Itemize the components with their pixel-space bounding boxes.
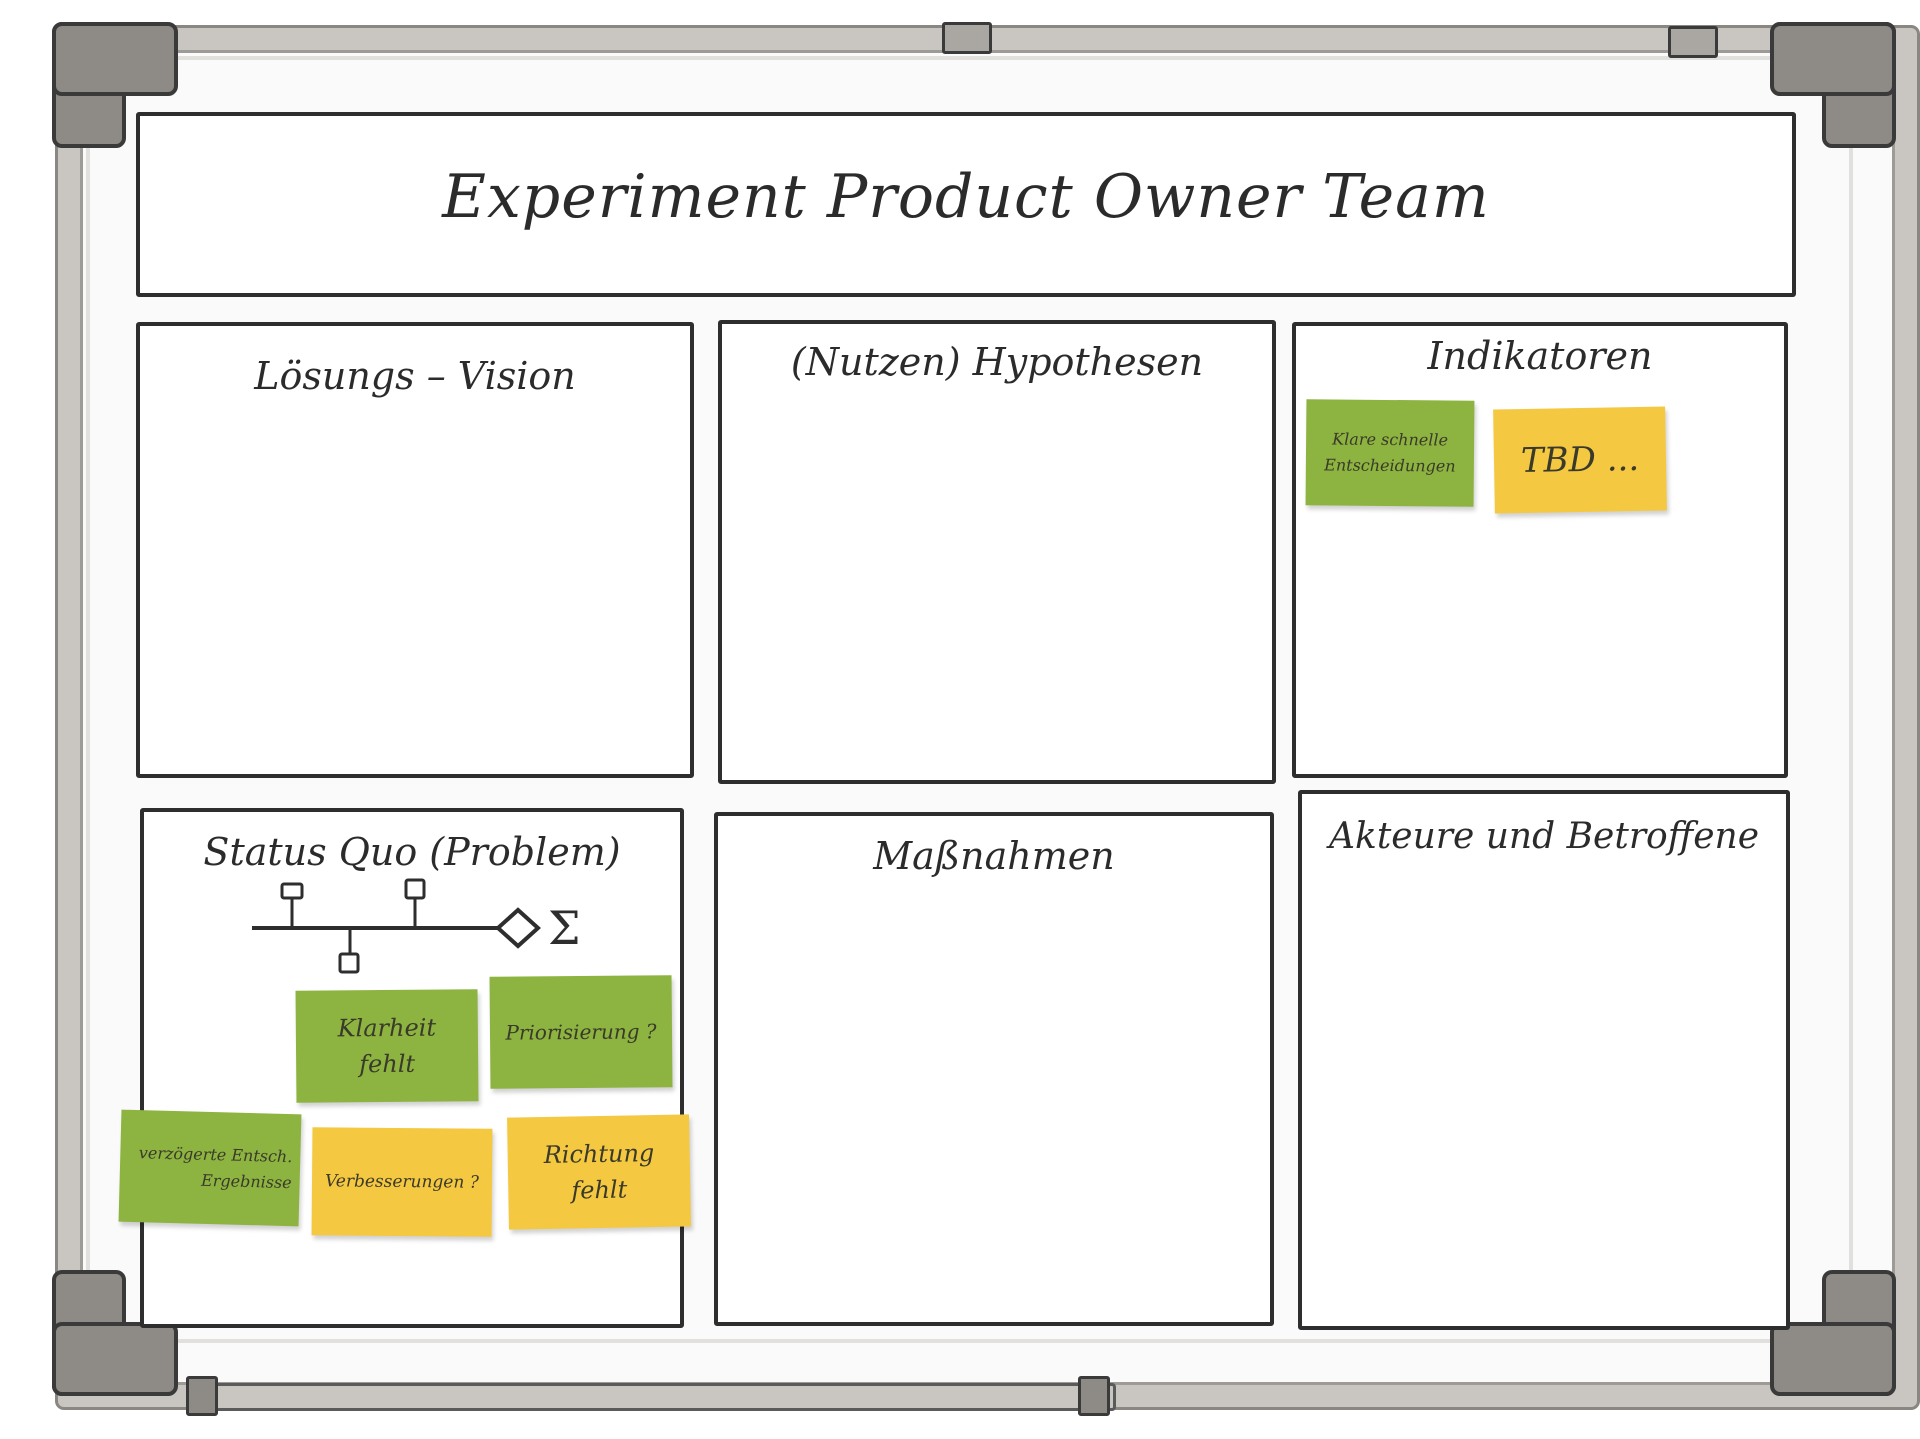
section-heading-hypotheses: (Nutzen) Hypothesen [790,340,1204,384]
timeline-marker [404,878,426,900]
frame-clip-top-center [942,22,992,54]
section-measures: Maßnahmen [714,812,1274,1326]
frame-corner-bottom-left-h [52,1322,178,1396]
title-box: Experiment Product Owner Team [136,112,1796,297]
sticky-note-text: Verbesserungen ? [325,1171,479,1193]
sticky-note[interactable]: Klare schnelle Entscheidungen [1305,399,1475,507]
sticky-note[interactable]: Verbesserungen ? [311,1127,493,1237]
sticky-note-text: Klare schnelle Entscheidungen [1324,429,1456,476]
frame-corner-top-right-h [1770,22,1896,96]
sticky-note[interactable]: Priorisierung ? [489,975,673,1089]
timeline-marker [280,882,304,900]
marker-tray [190,1383,1116,1411]
frame-corner-top-left-h [52,22,178,96]
problem-timeline-diagram: Σ [252,878,581,974]
sticky-note[interactable]: verzögerte Entsch. Ergebnisse [118,1109,302,1227]
sticky-note-text: Richtung fehlt [543,1139,655,1205]
section-hypotheses: (Nutzen) Hypothesen [718,320,1276,784]
marker-tray-end-left [186,1376,218,1416]
sticky-note[interactable]: Richtung fehlt [507,1114,691,1230]
sum-symbol: Σ [548,901,581,955]
section-heading-vision: Lösungs – Vision [254,354,576,398]
board-title: Experiment Product Owner Team [442,162,1490,232]
section-heading-measures: Maßnahmen [873,834,1115,878]
whiteboard-inner-border [86,56,1853,1343]
sticky-note[interactable]: TBD ... [1493,406,1667,514]
section-vision: Lösungs – Vision [136,322,694,778]
sticky-note-text: verzögerte Entsch. Ergebnisse [138,1143,293,1193]
frame-corner-bottom-right-h [1770,1322,1896,1396]
sticky-note-text: TBD ... [1520,438,1640,482]
frame-clip-top-right [1668,26,1718,58]
sticky-note[interactable]: Klarheit fehlt [295,989,479,1103]
section-heading-status-quo: Status Quo (Problem) [203,830,621,874]
section-indicators: Indikatoren [1292,322,1788,778]
timeline-marker [338,952,360,974]
section-heading-actors: Akteure und Betroffene [1329,816,1759,857]
marker-tray-end-right [1078,1376,1110,1416]
sticky-note-text: Priorisierung ? [505,1019,657,1045]
section-heading-indicators: Indikatoren [1427,334,1653,378]
section-actors: Akteure und Betroffene [1298,790,1790,1330]
sticky-note-text: Klarheit fehlt [337,1013,437,1079]
timeline-diamond [495,907,541,949]
